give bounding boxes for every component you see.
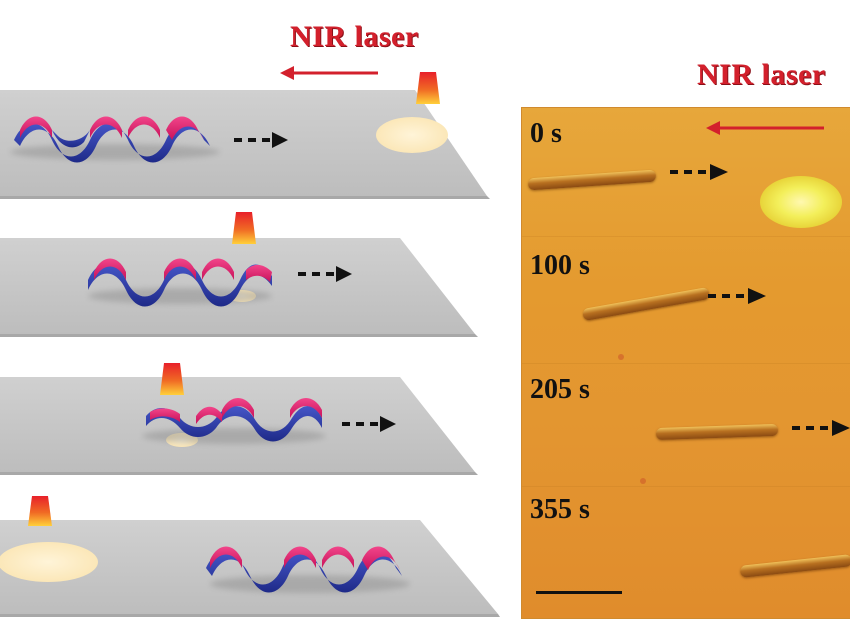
soft-actuator-3 xyxy=(142,398,326,444)
laser-nozzle-icon xyxy=(160,363,184,395)
laser-nozzle-icon xyxy=(416,72,440,104)
left-nir-laser-label: NIR laser xyxy=(290,20,419,53)
actuator-fiber xyxy=(655,423,779,441)
soft-actuator-4 xyxy=(206,546,410,593)
arrow-left-icon xyxy=(280,66,378,80)
dotted-arrow-right-icon xyxy=(708,288,766,304)
dotted-arrow-right-icon xyxy=(342,416,396,432)
soft-actuator-1 xyxy=(10,116,220,163)
dotted-arrow-right-icon xyxy=(234,132,288,148)
timestamp-0s: 0 s xyxy=(530,118,562,149)
laser-spot xyxy=(760,176,842,228)
actuator-fiber xyxy=(581,286,711,322)
frame-divider xyxy=(522,363,850,364)
experiment-photo-panel: 0 s 100 s 205 s 355 s xyxy=(522,108,850,618)
laser-nozzle-icon xyxy=(28,496,52,526)
right-nir-laser-label: NIR laser xyxy=(697,58,826,91)
laser-spot-1 xyxy=(376,117,448,153)
actuator-fiber xyxy=(739,554,850,578)
dotted-arrow-right-icon xyxy=(792,420,850,436)
speck xyxy=(618,354,624,360)
timestamp-100s: 100 s xyxy=(530,250,590,281)
timestamp-205s: 205 s xyxy=(530,374,590,405)
frame-divider xyxy=(522,236,850,237)
speck xyxy=(640,478,646,484)
stage-plate-4 xyxy=(0,520,500,617)
stage-plate-1 xyxy=(0,90,490,199)
soft-actuator-2 xyxy=(88,258,272,307)
scale-bar xyxy=(536,591,622,594)
laser-spot-4 xyxy=(0,542,98,582)
laser-nozzle-icon xyxy=(232,212,256,244)
stage-plate-3 xyxy=(0,377,478,475)
actuator-fiber xyxy=(527,169,657,191)
dotted-arrow-right-icon xyxy=(298,266,352,282)
arrow-left-icon xyxy=(706,121,824,135)
dotted-arrow-right-icon xyxy=(670,164,728,180)
timestamp-355s: 355 s xyxy=(530,494,590,525)
frame-divider xyxy=(522,486,850,487)
